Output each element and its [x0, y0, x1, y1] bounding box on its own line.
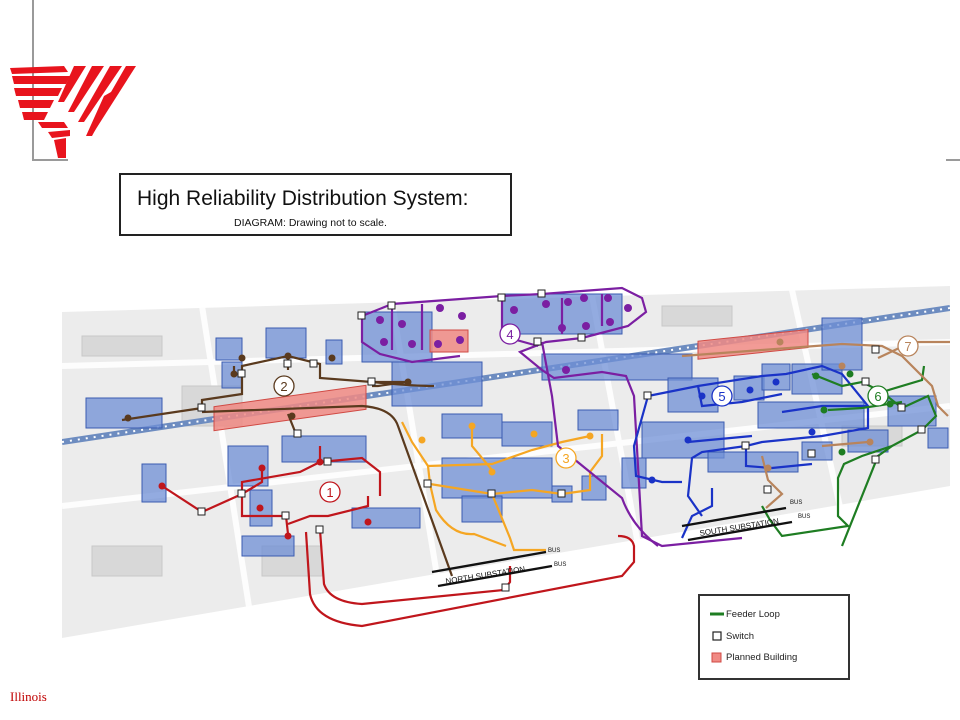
load-points-red — [158, 458, 372, 540]
planned-building-legend-icon — [711, 652, 722, 663]
load-points-blue — [648, 378, 816, 484]
frame-bottom-line — [32, 159, 68, 161]
legend-feeder-loop: Feeder Loop — [726, 607, 780, 621]
legend-planned-building-label: Planned Building — [726, 651, 798, 663]
legend: Feeder Loop Switch Planned Building — [698, 594, 850, 680]
legend-switch: Switch — [726, 629, 754, 643]
legend-feeder-loop-label: Feeder Loop — [726, 608, 780, 620]
diagram-title-box: High Reliability Distribution System: DI… — [119, 173, 512, 236]
south-bus-label-2: BUS — [798, 514, 810, 520]
diagram-title: High Reliability Distribution System: — [137, 187, 469, 210]
loop-label-4: 4 — [506, 327, 513, 342]
load-points-orange — [418, 422, 594, 476]
diagram-subtitle: DIAGRAM: Drawing not to scale. — [234, 217, 387, 229]
south-bus-label-1: BUS — [790, 500, 802, 506]
loop-badge-2 — [273, 375, 295, 397]
loop-label-1: 1 — [326, 485, 333, 500]
campus-distribution-diagram: 1 2 3 4 5 6 7 NORTH SUBSTATION BUS BUS S… — [62, 286, 950, 638]
legend-planned-building: Planned Building — [726, 650, 797, 664]
loop-label-2: 2 — [280, 379, 287, 394]
load-points-purple — [376, 294, 632, 374]
switches — [197, 289, 926, 592]
south-substation-buses — [681, 506, 793, 542]
loop-badge-6 — [867, 385, 889, 407]
loop-label-7: 7 — [904, 339, 911, 354]
legend-switch-label: Switch — [726, 630, 754, 642]
loop-label-3: 3 — [562, 451, 569, 466]
north-substation-buses — [431, 550, 553, 588]
logo-sunburst — [10, 66, 136, 158]
loop-badge-4 — [499, 323, 521, 345]
north-bus-label-1: BUS — [548, 548, 560, 554]
loop-label-6: 6 — [874, 389, 881, 404]
university-logo — [10, 66, 136, 158]
loop-badge-labels: 1 2 3 4 5 6 7 — [280, 327, 911, 500]
switch-legend-icon — [712, 631, 722, 641]
load-points-green — [812, 370, 894, 456]
loop-badges — [273, 323, 919, 503]
feeder-loop-legend-icon — [710, 612, 724, 616]
loop-badge-5 — [711, 385, 733, 407]
loop-badge-3 — [555, 447, 577, 469]
loop-badge-7 — [897, 335, 919, 357]
load-points-tan — [764, 338, 874, 472]
north-bus-label-2: BUS — [554, 562, 566, 568]
loop-badge-1 — [319, 481, 341, 503]
frame-right-tick — [946, 159, 960, 161]
feeder-loop-3 — [401, 421, 604, 552]
railway-ties — [62, 307, 950, 443]
footer-text: Illinois — [10, 689, 47, 704]
load-points-brown — [124, 352, 412, 422]
loop-label-5: 5 — [718, 389, 725, 404]
